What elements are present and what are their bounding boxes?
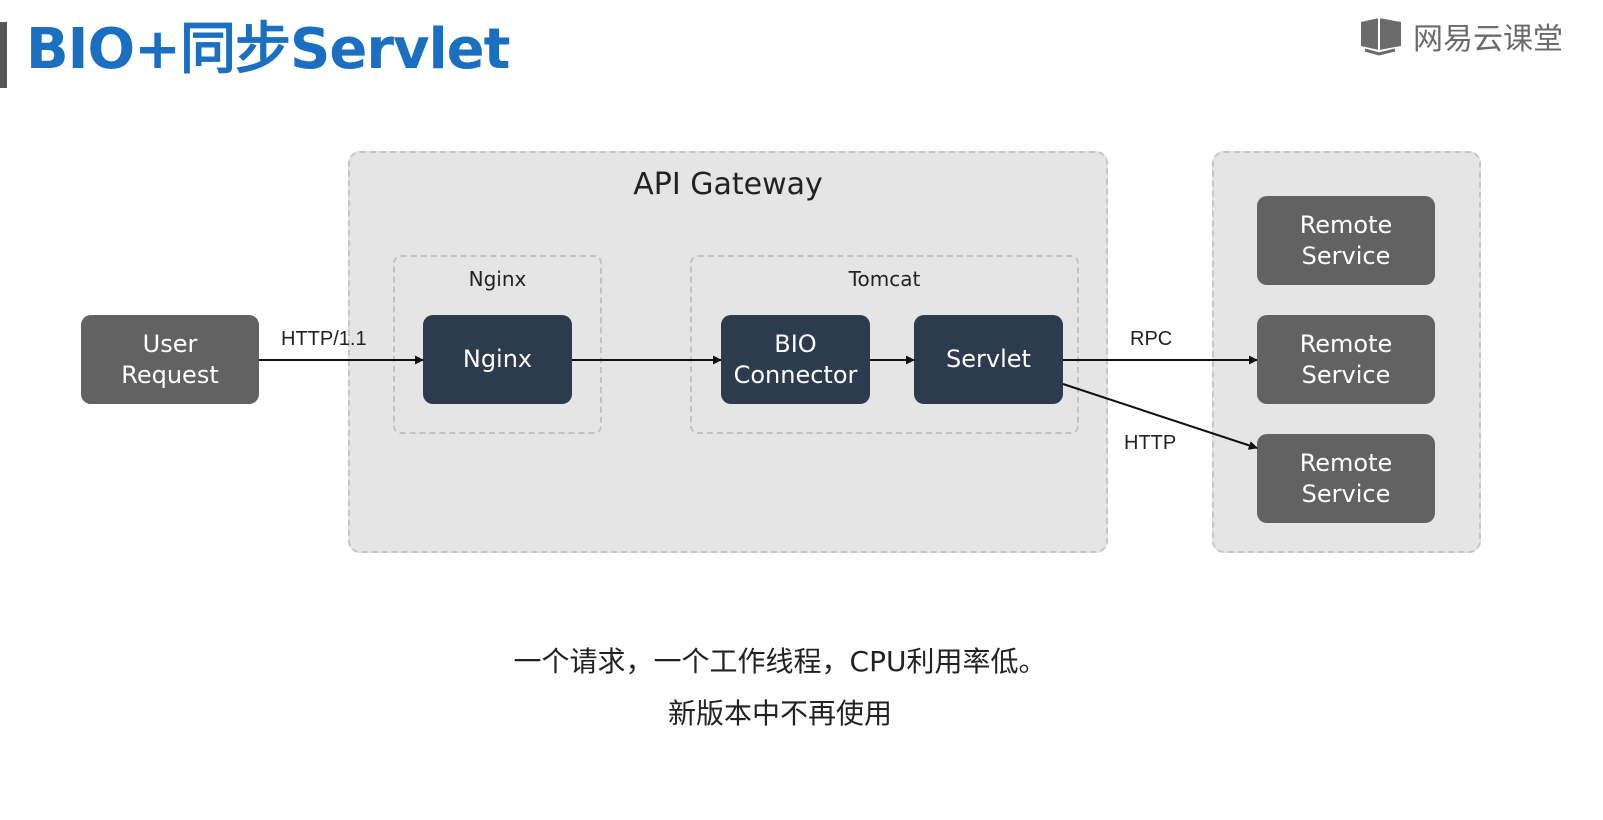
tomcat-group: Tomcat: [690, 255, 1079, 434]
servlet-box: Servlet: [914, 315, 1063, 404]
nginx-group-label: Nginx: [468, 267, 527, 291]
title-accent-bar: [0, 22, 7, 88]
caption-line-1: 一个请求，一个工作线程，CPU利用率低。: [513, 645, 1047, 678]
edge-label-rpc: RPC: [1130, 328, 1173, 350]
caption-line-2: 新版本中不再使用: [667, 697, 892, 730]
remote-service-box: Remote Service: [1257, 196, 1435, 285]
bio-connector-box: BIO Connector: [721, 315, 870, 404]
tomcat-group-label: Tomcat: [848, 267, 921, 291]
brand-logo: 网易云课堂: [1359, 14, 1563, 58]
edge-label-http11: HTTP/1.1: [281, 328, 367, 350]
brand-name: 网易云课堂: [1413, 22, 1563, 57]
api-gateway-label: API Gateway: [633, 167, 823, 202]
slide-title: BIO+同步Servlet: [26, 17, 510, 82]
user-request-box: User Request: [81, 315, 259, 404]
nginx-group: Nginx: [393, 255, 602, 434]
edge-label-http: HTTP: [1124, 432, 1177, 454]
remote-service-box: Remote Service: [1257, 434, 1435, 523]
nginx-box: Nginx: [423, 315, 572, 404]
arrow-servlet-http: [1062, 383, 1258, 450]
book-icon: [1361, 18, 1401, 56]
remote-service-box: Remote Service: [1257, 315, 1435, 404]
